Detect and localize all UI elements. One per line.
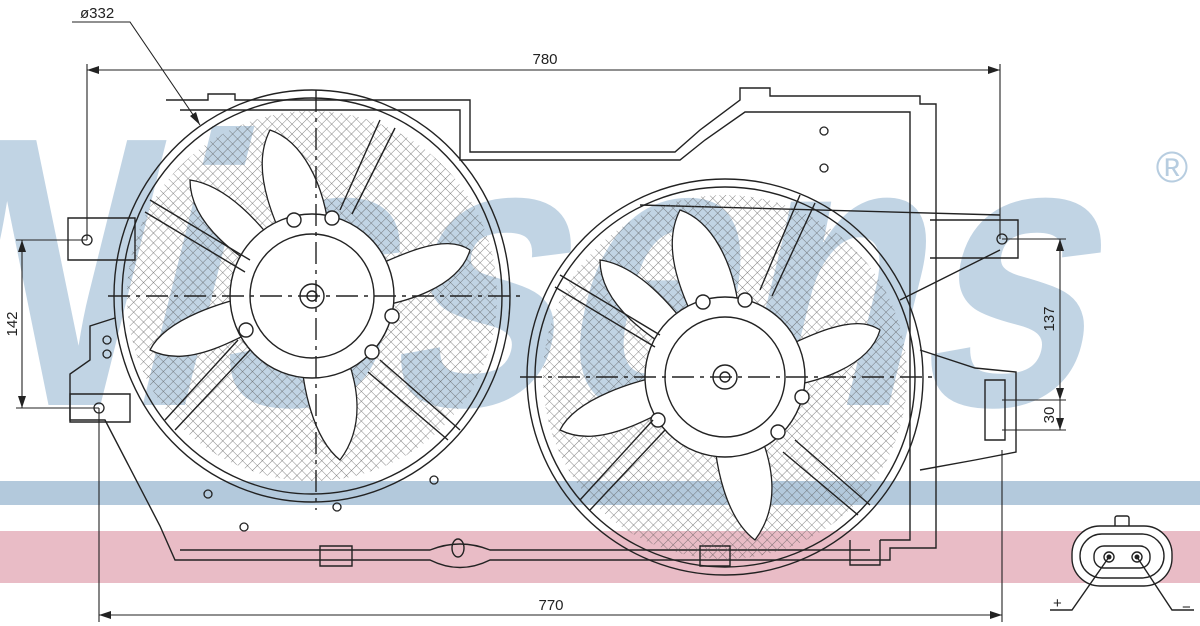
right-motor-bolt-4 — [650, 412, 666, 428]
right-motor-bolt-5 — [770, 424, 786, 440]
brace-line-2 — [899, 249, 1001, 301]
shroud-inner — [180, 109, 911, 551]
connector-socket — [1093, 545, 1151, 569]
hole-misc-8 — [102, 349, 112, 359]
left-fan — [108, 89, 522, 510]
left-motor-bolt-1 — [286, 212, 302, 228]
dimension-lines — [16, 21, 1066, 622]
arrow-770-left — [99, 611, 111, 619]
left-strut-1 — [144, 199, 251, 273]
registered-mark: ® — [1156, 143, 1188, 192]
arrow-780-right — [988, 66, 1000, 74]
right-strut-3 — [782, 439, 871, 516]
connector-body-outer — [1071, 525, 1173, 587]
arrow-137-bottom — [1056, 388, 1064, 400]
pink-stripe — [0, 531, 1200, 583]
hole-misc-5 — [332, 502, 342, 512]
right-fan — [520, 178, 932, 576]
hole-misc-4 — [239, 522, 249, 532]
bottom-oval-hole — [451, 538, 465, 558]
connector-labels: + − — [1053, 595, 1191, 616]
left-motor-bolt-5 — [364, 344, 380, 360]
left-motor-bolt-2 — [324, 210, 340, 226]
left-strut-3 — [367, 359, 461, 441]
left-motor-bolt-4 — [238, 322, 254, 338]
connector-bracket — [919, 349, 1017, 471]
connector-body-inner — [1079, 533, 1165, 579]
arrow-142-top — [18, 240, 26, 252]
connector-leader-negative — [1136, 556, 1194, 611]
left-strut-4 — [164, 339, 251, 431]
electrical-connector — [1050, 515, 1194, 611]
dim-770-label: 770 — [538, 597, 563, 614]
right-motor-bolt-2 — [737, 292, 753, 308]
dimension-labels: ø332 780 770 142 137 30 — [4, 5, 1058, 614]
arrow-diameter — [190, 112, 200, 125]
arrow-142-bottom — [18, 396, 26, 408]
right-motor-bolt-3 — [794, 389, 810, 405]
arrow-770-right — [990, 611, 1002, 619]
dim-30-label: 30 — [1041, 407, 1058, 424]
connector-positive-label: + — [1053, 595, 1062, 612]
right-strut-2 — [759, 194, 816, 297]
hole-misc-2 — [819, 163, 829, 173]
shroud-outline — [69, 87, 937, 569]
right-motor-bolt-1 — [695, 294, 711, 310]
arrow-137-top — [1056, 239, 1064, 251]
right-strut-1 — [554, 274, 661, 348]
connector-negative-label: − — [1182, 599, 1191, 616]
left-motor-bolt-3 — [384, 308, 400, 324]
dim-142-label: 142 — [4, 311, 21, 336]
hole-misc-1 — [819, 126, 829, 136]
right-strut-4 — [579, 419, 666, 511]
arrow-780-left — [87, 66, 99, 74]
dim-diameter-leader — [72, 21, 201, 126]
dimension-arrows — [18, 66, 1064, 619]
hole-misc-3 — [203, 489, 213, 499]
mount-tab-left-lower — [69, 393, 131, 423]
dim-780-label: 780 — [532, 51, 557, 68]
connector-leader-positive — [1050, 556, 1110, 611]
left-strut-2 — [339, 119, 396, 215]
dim-diameter-label: ø332 — [80, 5, 114, 22]
brace-line-3 — [849, 540, 881, 566]
arrow-30-bottom — [1056, 418, 1064, 430]
dim-137-label: 137 — [1041, 306, 1058, 331]
hole-misc-6 — [429, 475, 439, 485]
hole-misc-7 — [102, 335, 112, 345]
